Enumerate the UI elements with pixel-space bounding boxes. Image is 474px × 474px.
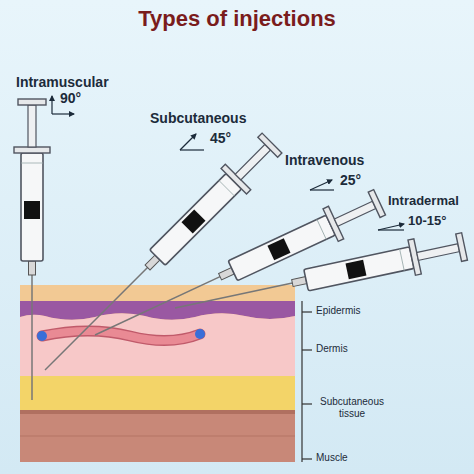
blood-vessel bbox=[37, 329, 205, 341]
angle-glyphs bbox=[52, 96, 404, 230]
layer-label: Muscle bbox=[316, 452, 348, 464]
syringe-intramuscular bbox=[14, 99, 50, 400]
angle-value: 25° bbox=[340, 172, 361, 188]
layer-label: Dermis bbox=[316, 343, 348, 355]
injection-name: Intramuscular bbox=[16, 74, 109, 90]
angle-value: 45° bbox=[210, 130, 231, 146]
layer-label: Epidermis bbox=[316, 305, 360, 317]
syringe-intradermal bbox=[171, 229, 468, 326]
layer-label: Subcutaneous tissue bbox=[316, 396, 388, 419]
skin-layers bbox=[20, 285, 295, 462]
diagram-title: Types of injections bbox=[0, 6, 474, 31]
angle-value: 10-15° bbox=[408, 214, 446, 229]
injection-name: Intravenous bbox=[285, 152, 364, 168]
injection-name: Intradermal bbox=[388, 194, 459, 209]
angle-value: 90° bbox=[60, 90, 81, 106]
injection-name: Subcutaneous bbox=[150, 110, 246, 126]
layer-bracket bbox=[302, 301, 312, 462]
